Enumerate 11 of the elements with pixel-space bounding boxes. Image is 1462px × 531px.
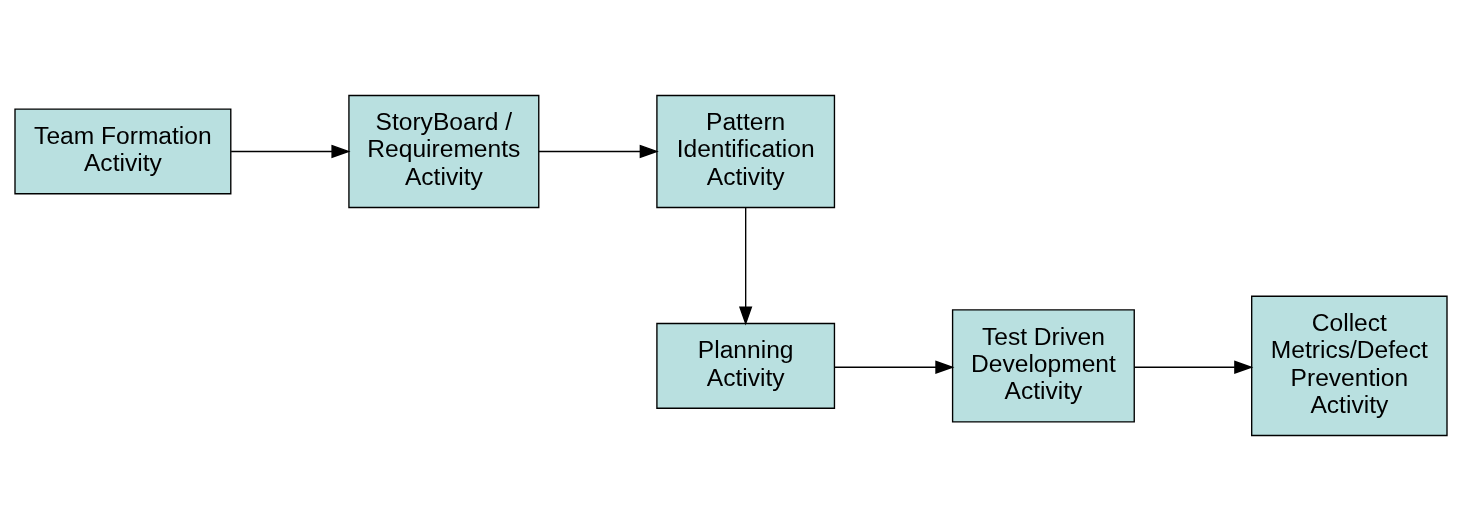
node-box: Collect Metrics/Defect Prevention Activity [1251, 295, 1448, 437]
node-box: Planning Activity [656, 322, 836, 409]
node-box: Test Driven Development Activity [951, 309, 1135, 423]
arrow [1133, 360, 1254, 374]
arrow [538, 144, 659, 159]
node-box: StoryBoard / Requirements Activity [348, 94, 540, 209]
arrow [739, 207, 753, 326]
node-box: Team Formation Activity [14, 108, 232, 195]
arrow [230, 144, 351, 159]
arrow [833, 360, 955, 374]
node-box: Pattern Identification Activity [656, 94, 836, 209]
